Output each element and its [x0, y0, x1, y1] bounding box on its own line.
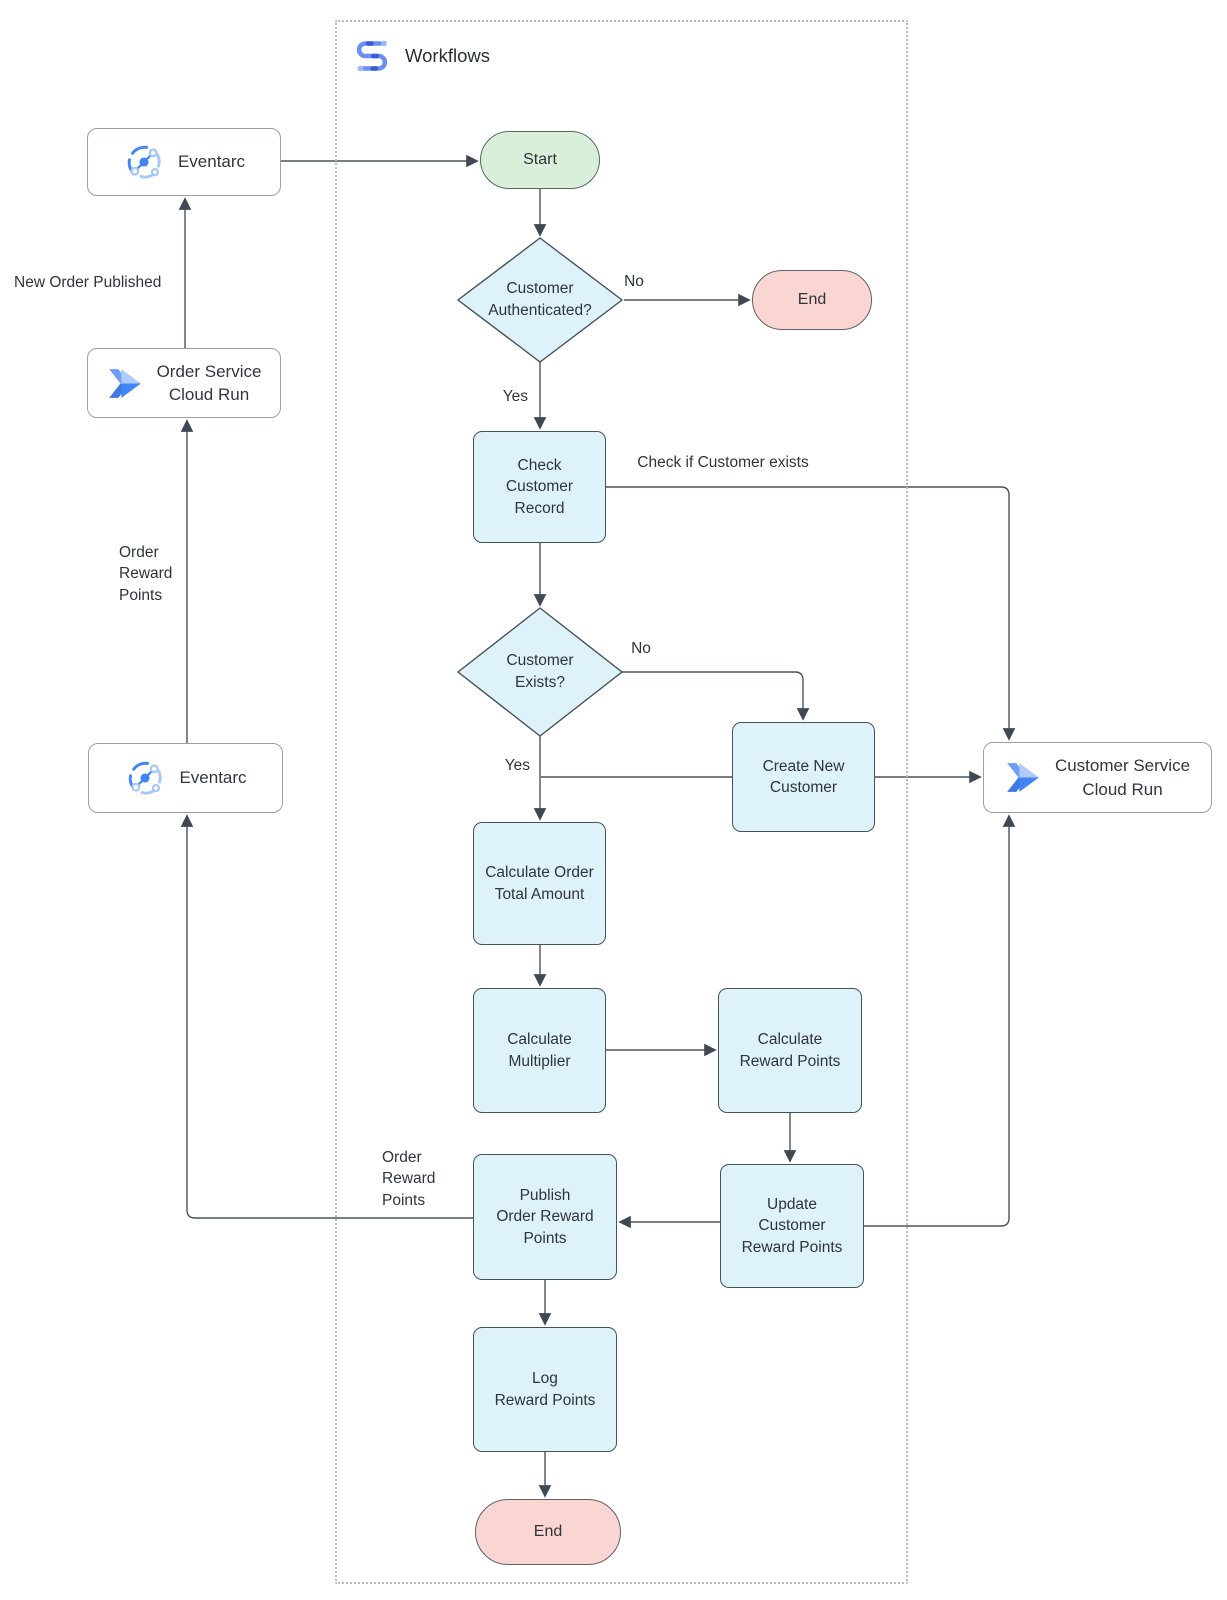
edge-update-to-customer-service: [864, 814, 1016, 1227]
node-end-top: End: [752, 270, 872, 330]
node-label: Eventarc: [177, 152, 246, 172]
node-end-bottom: End: [475, 1499, 621, 1565]
cloud-run-icon: [1006, 763, 1039, 792]
edge-label-new-order-published: New Order Published: [14, 274, 162, 291]
edge-label-check-if-customer-exists: Check if Customer exists: [637, 454, 809, 471]
edge-publish-to-eventarc: [180, 814, 473, 1219]
node-customer-service-cloud-run: Customer Service Cloud Run: [983, 742, 1212, 813]
decision-customer-exists-shape: [456, 607, 624, 737]
eventarc-icon: [129, 761, 163, 795]
cloud-run-icon: [108, 368, 141, 398]
node-label: Order Service Cloud Run: [156, 361, 262, 404]
edge-label-order-reward-points-left: Order Reward Points: [119, 544, 173, 604]
workflows-title: Workflows: [405, 45, 490, 66]
node-calculate-multiplier: Calculate Multiplier: [473, 988, 606, 1113]
node-label: Eventarc: [179, 768, 247, 788]
node-calculate-reward-points: Calculate Reward Points: [718, 988, 862, 1113]
node-check-customer-record: Check Customer Record: [473, 431, 606, 543]
decision-customer-authenticated-label: Customer Authenticated?: [488, 280, 592, 319]
node-eventarc-bottom: Eventarc: [88, 743, 283, 813]
node-log-reward-points: Log Reward Points: [473, 1327, 617, 1452]
node-label: Customer Service Cloud Run: [1054, 756, 1191, 799]
node-calculate-order-total: Calculate Order Total Amount: [473, 822, 606, 945]
edge-label-order-reward-points-publish: Order Reward Points: [382, 1149, 436, 1209]
edge-label-auth-yes: Yes: [502, 388, 528, 405]
workflows-header: Workflows: [352, 36, 490, 76]
edge-label-exists-no: No: [631, 640, 651, 657]
node-update-customer-reward-points: Update Customer Reward Points: [720, 1164, 864, 1288]
eventarc-icon: [127, 145, 161, 179]
edge-label-auth-no: No: [624, 273, 644, 290]
node-start: Start: [480, 131, 600, 189]
node-publish-order-reward-points: Publish Order Reward Points: [473, 1154, 617, 1280]
decision-customer-exists-label: Customer Exists?: [506, 652, 574, 691]
workflows-container: [335, 20, 908, 1584]
node-eventarc-top: Eventarc: [87, 128, 281, 196]
node-create-new-customer: Create New Customer: [732, 722, 875, 832]
edge-check-to-customer-service: [606, 486, 1016, 741]
decision-customer-authenticated-shape: [456, 237, 624, 363]
edge-exists-no-to-create: [622, 671, 810, 721]
edge-label-exists-yes: Yes: [504, 757, 530, 774]
workflows-icon: [356, 40, 388, 72]
node-order-service-cloud-run: Order Service Cloud Run: [87, 348, 281, 418]
